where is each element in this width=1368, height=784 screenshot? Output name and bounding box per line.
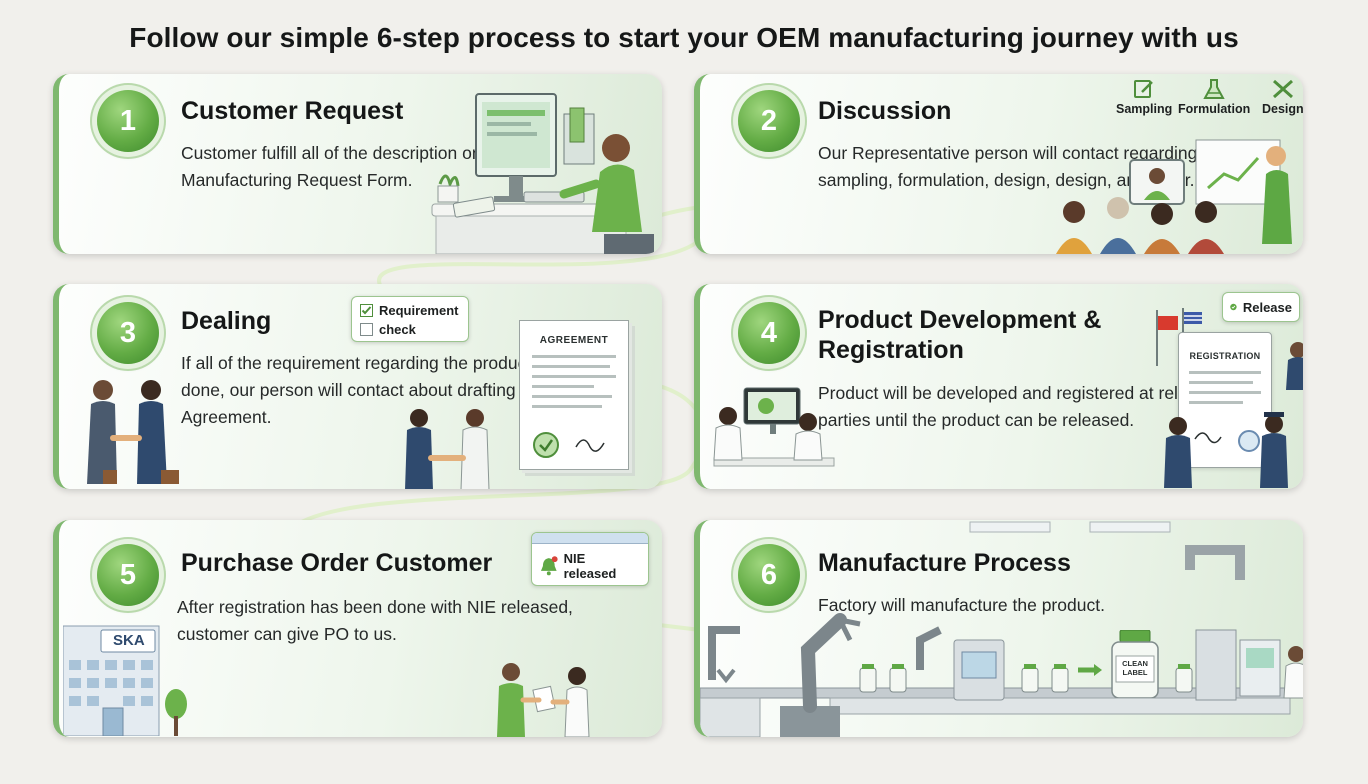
checklist-item: Requirement <box>360 301 460 320</box>
document-heading: REGISTRATION <box>1189 351 1261 361</box>
page-title: Follow our simple 6-step process to star… <box>129 22 1239 53</box>
notification-header <box>532 533 648 544</box>
step-card-2: 2 Discussion Our Representative person w… <box>694 74 1303 254</box>
officials-icon <box>1164 342 1303 488</box>
clean-label-bottle: CLEAN LABEL <box>1110 630 1160 698</box>
agreement-document: AGREEMENT <box>519 320 629 470</box>
step-title: Product Development & Registration <box>818 306 1102 364</box>
pencil-note-icon <box>1134 80 1154 98</box>
step-title: Discussion <box>818 97 952 125</box>
notification-body: NIE released <box>532 544 648 585</box>
building-sign: SKA <box>113 632 145 649</box>
topic-label: Formulation <box>1178 102 1251 116</box>
notification-label: NIE released <box>563 551 617 581</box>
handshake-icon <box>87 380 179 484</box>
checklist-label: check <box>379 322 416 337</box>
requirement-checklist: Requirement check <box>351 296 469 342</box>
factory-line-icon <box>700 521 1303 737</box>
lab-registration-icon <box>713 387 835 467</box>
purchase-order-exchange-icon <box>497 663 590 737</box>
step-number-badge: 1 <box>97 90 159 152</box>
document-lines-icon <box>532 355 616 458</box>
checkbox-checked-icon <box>360 304 373 317</box>
checklist-item: check <box>360 320 460 339</box>
office-building-icon <box>63 625 160 736</box>
release-badge: Release <box>1222 292 1300 322</box>
step-title: Dealing <box>181 307 272 335</box>
topic-formulation: Formulation <box>1178 78 1250 116</box>
step-number-badge: 2 <box>738 90 800 152</box>
check-circle-icon <box>1230 303 1237 311</box>
step-card-1: 1 Customer Request Customer fulfill all … <box>53 74 662 254</box>
checkbox-empty-icon <box>360 323 373 336</box>
flask-icon <box>1203 79 1225 99</box>
step-number-badge: 3 <box>97 302 159 364</box>
discussion-topics: Sampling Formulation Design <box>1110 78 1303 128</box>
step-number-badge: 4 <box>738 302 800 364</box>
step-number-badge: 6 <box>738 544 800 606</box>
tree-icon <box>165 689 187 736</box>
checklist-label: Requirement <box>379 303 459 318</box>
step-title: Customer Request <box>181 97 404 125</box>
step-description: Factory will manufacture the product. <box>818 595 1105 615</box>
step-description: After registration has been done with NI… <box>177 597 573 644</box>
topic-label: Design <box>1262 102 1303 116</box>
step-description: Customer fulfill all of the description … <box>181 143 513 190</box>
nie-released-notification: NIE released <box>531 532 649 586</box>
step-card-4: 4 Product Development & Registration Pro… <box>694 284 1303 489</box>
step-title: Manufacture Process <box>818 549 1071 577</box>
step-number-badge: 5 <box>97 544 159 606</box>
step-card-5: 5 Purchase Order Customer After registra… <box>53 520 662 737</box>
handshake-icon <box>405 409 490 489</box>
flag-icon <box>1156 308 1202 366</box>
design-tools-icon <box>1272 79 1293 99</box>
bottle-icon <box>1111 630 1159 698</box>
step-title: Purchase Order Customer <box>181 549 493 577</box>
step-card-6: 6 Manufacture Process Factory will manuf… <box>694 520 1303 737</box>
step-description: Our Representative person will contact r… <box>818 143 1227 190</box>
topic-design: Design <box>1262 78 1303 116</box>
document-heading: AGREEMENT <box>539 335 609 346</box>
computer-desk-icon <box>431 93 654 254</box>
meeting-presentation-icon <box>1056 139 1292 254</box>
step-description: Product will be developed and registered… <box>818 383 1212 430</box>
topic-sampling: Sampling <box>1116 78 1172 116</box>
step-card-3: 3 Dealing If all of the requirement rega… <box>53 284 662 489</box>
bottle-label: CLEAN LABEL <box>1122 659 1148 677</box>
document-lines-icon <box>1189 371 1261 452</box>
topic-label: Sampling <box>1116 102 1173 116</box>
office-building: SKA <box>63 616 163 736</box>
bell-icon <box>540 556 558 576</box>
step-description: If all of the requirement regarding the … <box>181 353 609 427</box>
release-label: Release <box>1242 299 1292 315</box>
registration-document: REGISTRATION <box>1178 332 1272 468</box>
